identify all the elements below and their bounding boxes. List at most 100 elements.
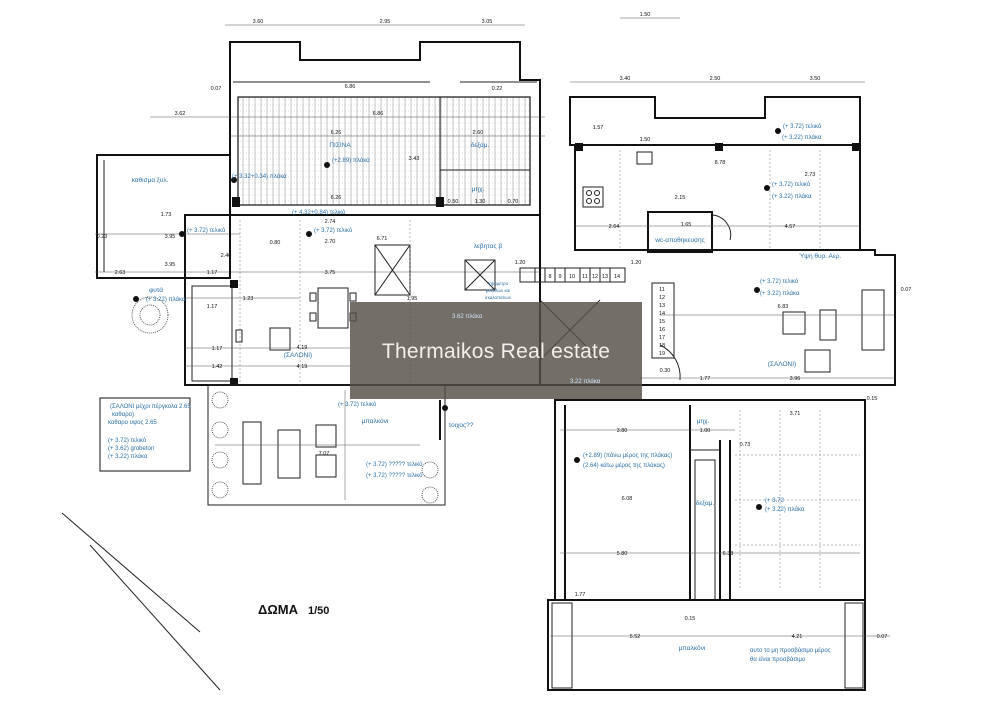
dimension-label: 1.17 <box>212 346 223 352</box>
dimension-label: 0.30 <box>660 368 671 374</box>
room-living-right: (ΣΑΛΟΝΙ) <box>768 361 796 368</box>
stair-step: 12 <box>659 295 665 301</box>
left-living-area <box>184 214 541 386</box>
level-label: (+ 3.72) τελικό <box>314 227 353 234</box>
room-mech-right: μηχ. <box>697 418 710 425</box>
dimension-label: 5.80 <box>617 551 628 557</box>
dimension-label: 0.50 <box>448 199 459 205</box>
dimension-label: 0.07 <box>901 287 912 293</box>
dimension-label: 4.19 <box>297 345 308 351</box>
dimension-label: 1.65 <box>681 222 692 228</box>
dimension-label: 4.19 <box>297 364 308 370</box>
dimension-label: 1.50 <box>640 12 651 18</box>
room-boiler: λεβητας β <box>474 243 503 250</box>
level-label: (+2.89) (πάνω μέρος της πλάκας) <box>583 452 672 459</box>
pool-block <box>150 41 545 216</box>
dimension-label: 1.30 <box>475 199 486 205</box>
dimension-label: 0.15 <box>867 396 878 402</box>
stair-step: 16 <box>659 327 665 333</box>
dimension-label: 0.07 <box>877 634 888 640</box>
stair-step: 19 <box>659 351 665 357</box>
dimension-label: 1.17 <box>207 304 218 310</box>
room-seating: καθισμα ξυλ. <box>132 177 169 184</box>
stair-step: 7 <box>538 274 541 280</box>
note-line: (+ 3.72) τελικό <box>108 437 147 444</box>
room-balcony-right: μπαλκόνι <box>679 644 706 652</box>
right-lower-block <box>547 399 890 691</box>
stair-step: 14 <box>659 311 665 317</box>
dimension-label: 1.23 <box>243 296 254 302</box>
left-balcony <box>207 384 446 506</box>
level-label: (+ 3.72 <box>765 498 785 504</box>
dimension-label: 3.43 <box>409 156 420 162</box>
level-label: (+ 3.72) τελικό <box>783 123 822 130</box>
level-label: (+ 3.72) ????? τελικό <box>366 472 423 479</box>
dimension-label: 1.95 <box>407 296 418 302</box>
note-line: καθαρο υψος 2.65 <box>108 420 157 426</box>
dimension-label: 3.75 <box>325 270 336 276</box>
stair-note-3: σκαλοπατιων <box>485 295 512 300</box>
level-label: (+ 3.22) πλάκα <box>765 506 805 513</box>
dimension-label: 5.52 <box>630 634 641 640</box>
stair-note-1: Υψομετρο <box>488 281 509 286</box>
dimension-label: 2.15 <box>675 195 686 201</box>
dimension-label: 7.07 <box>319 451 330 457</box>
level-label: (2.64) κάτω μέρος της πλάκας) <box>583 462 665 469</box>
stair-step-numbers: 7 8 9 10 11 12 13 14 11 12 13 14 15 16 1… <box>538 274 665 357</box>
dimension-label: 0.80 <box>270 240 281 246</box>
dimension-label: 6.26 <box>331 195 342 201</box>
room-mech-top: μηχ. <box>472 186 485 193</box>
stair-step: 13 <box>602 274 608 280</box>
stair-step: 9 <box>558 274 561 280</box>
level-label: (+ 3.22) πλάκα <box>760 290 800 297</box>
dimension-label: 2.64 <box>609 224 620 230</box>
level-label: (+ 3.72) τελικό <box>338 401 377 408</box>
stair-step: 12 <box>592 274 598 280</box>
watermark-text: Thermaikos Real estate <box>382 340 610 363</box>
stair-step: 13 <box>659 303 665 309</box>
dimension-label: 0.73 <box>740 442 751 448</box>
note-line: καθαρο) <box>112 412 134 418</box>
dimension-label: 6.86 <box>345 84 356 90</box>
dimension-label: 2.95 <box>380 19 391 25</box>
room-door-height: Ύψη θυρ. Αερ. <box>799 253 842 260</box>
dimension-label: 2.50 <box>710 76 721 82</box>
dimension-label: 3.95 <box>165 234 176 240</box>
level-label: (+ 3.72) τελικό <box>760 278 799 285</box>
dimension-label: 6.08 <box>622 496 633 502</box>
bottom-note-line: θα είναι προσβάσιμο <box>750 656 806 663</box>
drawing-title: ΔΩΜΑ <box>258 602 299 617</box>
dimension-label: 3.60 <box>253 19 264 25</box>
drawing-scale: 1/50 <box>308 605 329 617</box>
pool-area <box>237 96 531 206</box>
dimension-label: 2.74 <box>325 219 336 225</box>
dimension-label: 1.17 <box>207 270 218 276</box>
stair-note-2: ροζυλων και <box>486 288 511 293</box>
right-upper-block <box>569 96 861 253</box>
note-line: (+ 3.22) πλάκα <box>108 453 148 460</box>
stair-step: 15 <box>659 319 665 325</box>
level-label: (+ 3.32+0.34) πλάκα <box>232 173 287 180</box>
stair-step: 8 <box>548 274 551 280</box>
level-label: (+ 3.72) τελικό <box>772 181 811 188</box>
dimension-label: 1.00 <box>700 428 711 434</box>
dimension-label: 3.62 <box>175 111 186 117</box>
level-label: 3.22 πλάκα <box>570 378 601 385</box>
dimension-label: 6.71 <box>377 236 388 242</box>
bottom-note-line: αυτο το μη προσβάσιμο μέρος <box>750 647 831 654</box>
level-label: (+ 3.72) ????? τελικό <box>366 461 423 468</box>
dimension-labels: 3.60 2.95 3.05 1.50 0.07 6.86 0.22 3.62 … <box>97 12 912 640</box>
dimension-label: 4.57 <box>785 224 796 230</box>
dimension-label: 8.78 <box>715 160 726 166</box>
level-label: (+ 3.22) πλάκα <box>146 296 186 303</box>
note-line: (+ 3.62) grobeton <box>108 446 154 452</box>
note-box <box>99 397 191 472</box>
level-label: (+ 4.32+0.84) τελικό <box>292 209 346 216</box>
dimension-label: 0.22 <box>492 86 503 92</box>
dimension-label: 2.40 <box>221 253 232 259</box>
dimension-label: 0.07 <box>211 86 222 92</box>
dimension-label: 1.73 <box>161 212 172 218</box>
dimension-label: 2.63 <box>115 270 126 276</box>
level-label: (+ 3.22) πλάκα <box>782 134 822 141</box>
room-wc: wc-αποθηκευσης <box>654 237 705 244</box>
